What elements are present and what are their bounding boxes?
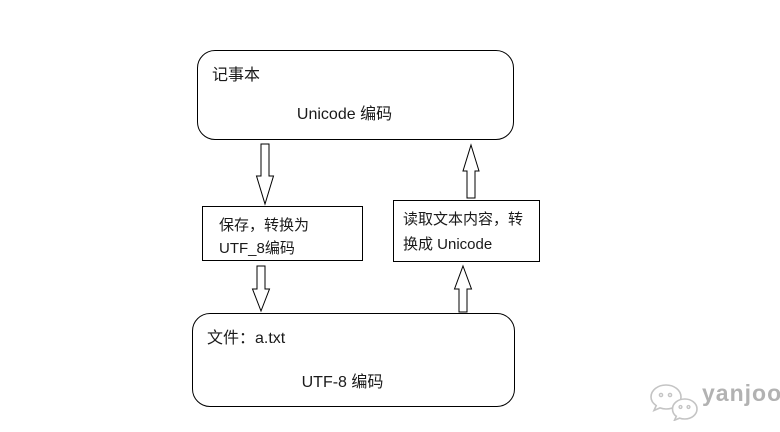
file-title: 文件：a.txt [207, 330, 286, 347]
file-node: 文件：a.txt UTF-8 编码 [192, 313, 515, 407]
save-convert-node: 保存，转换为 UTF_8编码 [202, 206, 363, 261]
save-convert-line1: 保存，转换为 [219, 217, 310, 234]
notepad-encoding-label: Unicode 编码 [296, 106, 393, 123]
watermark-text: yanjoo [702, 380, 780, 406]
read-convert-node: 读取文本内容，转 换成 Unicode [393, 200, 540, 262]
watermark: yanjoo [646, 378, 780, 424]
read-convert-line2: 换成 Unicode [403, 236, 493, 253]
read-file-up-arrow-icon [453, 264, 473, 313]
save-convert-line2: UTF_8编码 [219, 240, 295, 257]
write-file-down-arrow-icon [251, 265, 271, 313]
save-down-arrow-icon [255, 143, 275, 206]
wechat-bubbles-icon [650, 384, 698, 421]
read-convert-line1: 读取文本内容，转 [403, 211, 524, 228]
file-encoding-label: UTF-8 编码 [301, 374, 384, 391]
decode-up-arrow-icon [462, 143, 480, 199]
notepad-node: 记事本 Unicode 编码 [197, 50, 514, 140]
notepad-title: 记事本 [212, 67, 261, 84]
